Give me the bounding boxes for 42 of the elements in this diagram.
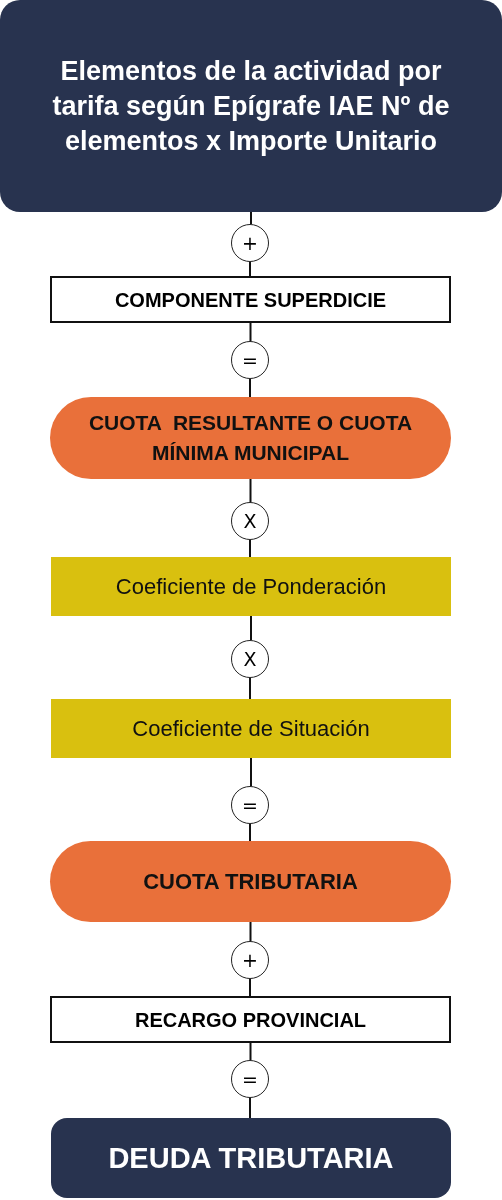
operator-sign: = [242,793,258,817]
connector-line [249,378,251,398]
connector-line [249,1042,252,1061]
connector-line [249,1097,251,1119]
operator-circle [231,786,269,824]
node-text: CUOTA RESULTANTE O CUOTA MÍNIMA MUNICIPAL [87,410,414,466]
connector-line [249,261,251,277]
header-box [0,0,502,212]
operator-sign: = [242,1067,258,1091]
operator-sign: X [243,647,257,671]
connector-line [249,677,251,700]
connector-line [249,978,251,997]
node-text: Elementos de la actividad por tarifa según Epígrafe IAE Nº de elementos x Importe Unitario [51,54,451,158]
node-text: Coeficiente de Ponderación [115,573,387,600]
node-text: Coeficiente de Situación [132,715,370,742]
node-text: RECARGO PROVINCIAL [134,1007,367,1032]
operator-circle [231,640,269,678]
coefficient-box [51,699,451,758]
node-text: COMPONENTE SUPERDICIE [114,287,387,312]
connector-line [249,539,251,558]
connector-line [249,322,252,342]
operator-sign: + [242,948,258,972]
operator-circle [231,341,269,379]
connector-line [250,757,252,787]
operator-circle [231,224,269,262]
operator-sign: = [242,348,258,372]
operator-sign: X [243,509,257,533]
connector-line [250,615,252,641]
operator-circle [231,1060,269,1098]
operator-circle [231,941,269,979]
connector-line [250,211,252,225]
connector-line [249,478,252,503]
process-box [50,276,451,323]
operator-sign: + [242,231,258,255]
connector-line [249,921,252,942]
node-text: DEUDA TRIBUTARIA [108,1141,394,1175]
operator-circle [231,502,269,540]
node-text: CUOTA TRIBUTARIA [143,867,358,896]
connector-line [249,823,251,842]
result-box [51,1118,451,1198]
coefficient-box [51,557,451,616]
process-box [50,996,451,1043]
